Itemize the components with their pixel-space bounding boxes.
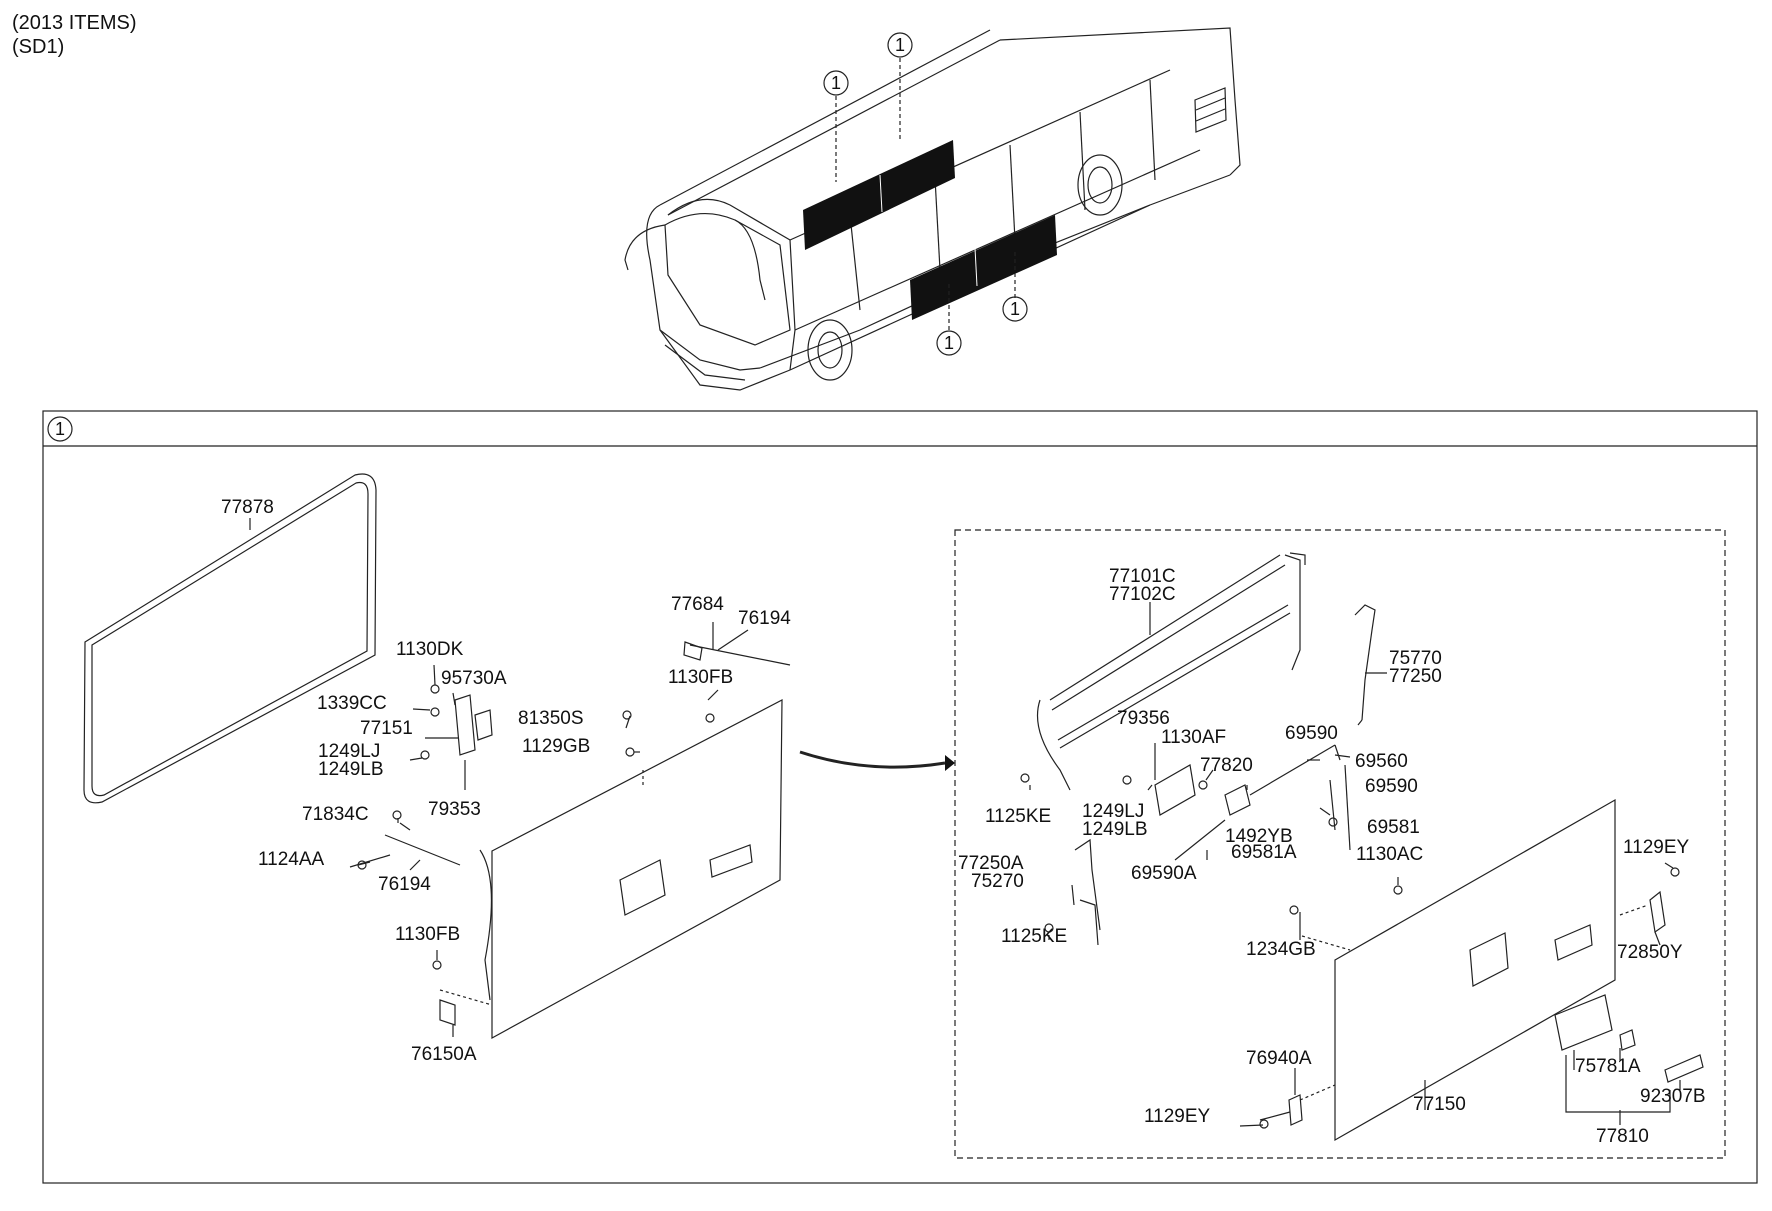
part-label: 69590	[1285, 723, 1338, 744]
leaders-right	[1029, 602, 1681, 1127]
callout-leaders	[835, 58, 1016, 330]
part-label: 77250A	[958, 853, 1024, 874]
part-label: 81350S	[518, 708, 584, 729]
part-label: 1124AA	[258, 849, 325, 870]
door-panel-right	[1334, 798, 1616, 1142]
part-label: 77878	[221, 497, 274, 518]
part-label: 1234GB	[1246, 939, 1316, 960]
part-label: 1249LB	[318, 759, 384, 780]
header-model: (SD1)	[12, 36, 65, 58]
part-label: 72850Y	[1617, 942, 1683, 963]
part-label: 77820	[1200, 755, 1253, 776]
section-frame	[42, 410, 1758, 1184]
part-label: 71834C	[302, 804, 369, 825]
part-label: 1249LB	[1082, 819, 1148, 840]
part-label: 1125KE	[1001, 926, 1068, 947]
part-label: 77250	[1389, 666, 1442, 687]
part-label: 92307B	[1640, 1086, 1706, 1107]
part-label: 95730A	[441, 668, 507, 689]
part-label: 77810	[1596, 1126, 1649, 1147]
part-label: 75270	[971, 871, 1024, 892]
weatherstrip-77878	[83, 473, 377, 804]
door-panel-left	[491, 699, 783, 1040]
section-number: 1	[55, 419, 65, 439]
part-label: 75781A	[1575, 1056, 1641, 1077]
detail-box	[954, 529, 1726, 1159]
part-label: 1492YB	[1225, 826, 1293, 847]
part-label: 77151	[360, 718, 413, 739]
part-label: 1130FB	[395, 924, 461, 945]
frame-bar-77101C	[1036, 552, 1306, 791]
part-label: 77101C	[1109, 566, 1176, 587]
part-label: 76194	[378, 874, 431, 895]
part-label: 1130FB	[668, 667, 734, 688]
callout-circles	[823, 32, 1028, 356]
part-label: 76194	[738, 608, 791, 629]
section-marker-circle	[47, 416, 73, 442]
part-label: 69581A	[1231, 842, 1297, 863]
part-label: 1130DK	[396, 639, 464, 660]
part-label: 79353	[428, 799, 481, 820]
part-label: 77684	[671, 594, 724, 615]
part-label: 1339CC	[317, 693, 387, 714]
bus-illustration	[624, 27, 1241, 391]
part-label: 77102C	[1109, 584, 1176, 605]
part-label: 1129GB	[522, 736, 591, 757]
part-label: 1129EY	[1144, 1106, 1211, 1127]
part-label: 79356	[1117, 708, 1170, 729]
part-label: 69590	[1365, 776, 1418, 797]
part-label: 1130AF	[1161, 727, 1227, 748]
part-label: 69581	[1367, 817, 1420, 838]
part-label: 1249LJ	[318, 741, 381, 762]
part-label: 69560	[1355, 751, 1408, 772]
part-label: 75770	[1389, 648, 1442, 669]
part-label: 69590A	[1131, 863, 1197, 884]
callout-number: 1	[1010, 299, 1020, 319]
header-items: (2013 ITEMS)	[12, 12, 137, 34]
part-label: 1130AC	[1356, 844, 1424, 865]
part-label: 76940A	[1246, 1048, 1312, 1069]
part-label: 1249LJ	[1082, 801, 1145, 822]
callout-number: 1	[895, 35, 905, 55]
part-label: 1129EY	[1623, 837, 1690, 858]
callout-number: 1	[831, 73, 841, 93]
part-label: 76150A	[411, 1044, 477, 1065]
leaders-left	[357, 622, 749, 1037]
part-label: 1125KE	[985, 806, 1052, 827]
callout-number: 1	[944, 333, 954, 353]
part-label: 77150	[1413, 1094, 1466, 1115]
decal-panels	[803, 140, 1057, 320]
